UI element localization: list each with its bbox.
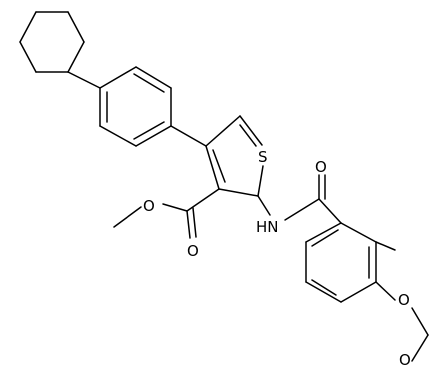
cyclohexyl-ring xyxy=(19,11,85,73)
atom-label-ester-carbonyl-oxygen: O xyxy=(187,242,199,260)
atom-label-sulfur: S xyxy=(258,148,268,166)
phenyl-thiophene-bond xyxy=(170,125,207,147)
atom-label-ester-oxygen: O xyxy=(143,197,155,215)
atom-label-dioxole-upper-oxygen: O xyxy=(398,291,410,309)
amide-group xyxy=(257,174,342,224)
atom-label-amide-oxygen: O xyxy=(315,158,327,176)
atom-label-dioxole-lower-oxygen: O xyxy=(399,351,411,365)
thiophene-ring xyxy=(205,115,264,197)
methyl-ester-group xyxy=(113,188,220,239)
atom-label-amide-nitrogen: HN xyxy=(256,218,279,236)
phenyl-ring xyxy=(99,66,172,147)
atom-labels: S HN O O O O O xyxy=(143,148,411,365)
dioxole-ring xyxy=(375,241,429,362)
cyclohexyl-phenyl-bond xyxy=(67,71,101,89)
benzodioxole-benzene-ring xyxy=(305,222,377,303)
